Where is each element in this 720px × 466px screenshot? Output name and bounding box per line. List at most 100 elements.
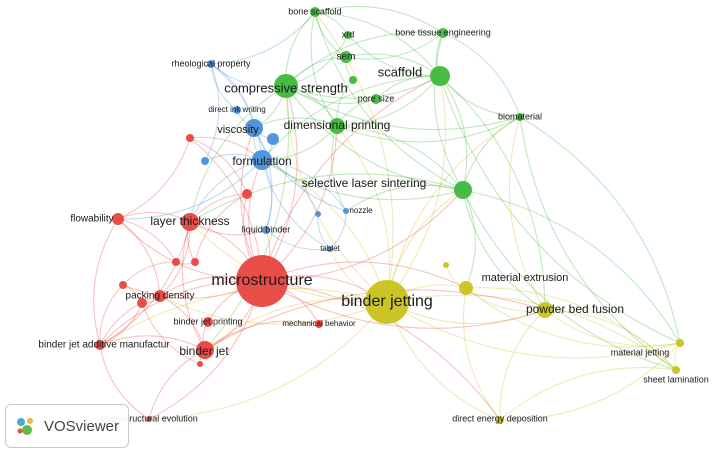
node-binder-jetting[interactable] <box>365 280 409 324</box>
link-layer <box>93 5 681 421</box>
node-b2[interactable] <box>267 133 279 145</box>
link-formulation-nozzle <box>261 159 347 212</box>
label-bone-tissue-engineering[interactable]: bone tissue engineering <box>395 27 491 37</box>
link-viscosity-liquid-binder <box>253 127 273 231</box>
node-binder-jet-additive[interactable] <box>95 340 105 350</box>
node-g1[interactable] <box>349 76 357 84</box>
node-r6[interactable] <box>137 298 147 308</box>
label-dimensional-printing[interactable]: dimensional printing <box>284 118 391 132</box>
node-dimensional-printing[interactable] <box>329 118 345 134</box>
link-powder-bed-fusion-material-jetting <box>544 309 681 347</box>
node-rheological-property[interactable] <box>207 60 215 68</box>
label-mechanical-behavior[interactable]: mechanical behavior <box>282 319 356 328</box>
node-powder-bed-fusion[interactable] <box>537 302 553 318</box>
label-binder-jetting[interactable]: binder jetting <box>341 293 433 310</box>
node-direct-energy-deposition[interactable] <box>496 416 504 424</box>
node-r5[interactable] <box>119 281 127 289</box>
label-binder-jet[interactable]: binder jet <box>179 344 229 358</box>
label-viscosity[interactable]: viscosity <box>217 124 259 136</box>
node-flowability[interactable] <box>112 213 124 225</box>
node-compressive-strength[interactable] <box>274 74 298 98</box>
link-binder-jetting-binder-jet <box>204 298 388 351</box>
label-direct-ink-writing[interactable]: direct ink writing <box>208 105 265 114</box>
node-xrd[interactable] <box>344 31 352 39</box>
node-bone-scaffold[interactable] <box>310 7 320 17</box>
link-viscosity-nozzle <box>253 127 347 212</box>
label-compressive-strength[interactable]: compressive strength <box>224 80 348 95</box>
label-layer-thickness[interactable]: layer thickness <box>150 214 229 228</box>
label-nozzle[interactable]: nozzle <box>349 206 373 215</box>
node-microstructural-evolution[interactable] <box>146 416 152 422</box>
node-b1[interactable] <box>201 157 209 165</box>
node-binder-jet-printing[interactable] <box>203 317 213 327</box>
link-material-extrusion-material-jetting <box>465 287 681 348</box>
node-bone-tissue-engineering[interactable] <box>438 28 448 38</box>
label-binder-jet-printing[interactable]: binder jet printing <box>173 316 242 326</box>
node-sheet-lamination[interactable] <box>672 366 680 374</box>
node-material-extrusion[interactable] <box>459 281 473 295</box>
node-y1[interactable] <box>443 262 449 268</box>
node-packing-density[interactable] <box>154 290 166 302</box>
label-microstructural-evolution[interactable]: microstructural evolution <box>100 413 198 423</box>
label-tablet[interactable]: tablet <box>320 244 340 253</box>
link-flowability-packing-density <box>117 218 161 297</box>
node-selective-laser-sintering[interactable] <box>454 181 472 199</box>
link-binder-jetting-microstructural-evolution <box>148 301 388 420</box>
node-material-jetting[interactable] <box>676 339 684 347</box>
label-bone-scaffold[interactable]: bone scaffold <box>288 6 341 16</box>
node-liquid-binder[interactable] <box>262 226 270 234</box>
vosviewer-logo-icon <box>17 418 33 435</box>
label-selective-laser-sintering[interactable]: selective laser sintering <box>302 176 427 190</box>
link-tablet-liquid-binder <box>265 229 331 251</box>
node-microstructure[interactable] <box>236 255 288 307</box>
label-direct-energy-deposition[interactable]: direct energy deposition <box>452 413 548 423</box>
node-mechanical-behavior[interactable] <box>315 320 323 328</box>
link-scaffold-material-jetting <box>439 75 681 344</box>
link-rheological-property-direct-ink-writing <box>210 63 238 111</box>
label-flowability[interactable]: flowability <box>70 214 113 225</box>
node-r1[interactable] <box>186 134 194 142</box>
node-r4[interactable] <box>172 258 180 266</box>
node-sem[interactable] <box>340 51 352 63</box>
link-material-extrusion-sheet-lamination <box>465 287 677 371</box>
label-pore-size[interactable]: pore size <box>358 93 395 103</box>
node-nozzle[interactable] <box>343 208 349 214</box>
label-binder-jet-additive[interactable]: binder jet additive manufactur <box>38 340 170 351</box>
label-powder-bed-fusion[interactable]: powder bed fusion <box>526 302 624 316</box>
label-material-jetting[interactable]: material jetting <box>611 347 670 357</box>
label-microstructure[interactable]: microstructure <box>211 272 312 289</box>
node-biomaterial[interactable] <box>516 113 524 121</box>
label-packing-density[interactable]: packing density <box>126 291 195 302</box>
node-binder-jet[interactable] <box>196 341 214 359</box>
node-r2[interactable] <box>242 189 252 199</box>
node-b3[interactable] <box>315 211 321 217</box>
brand-name: VOSviewer <box>44 417 120 435</box>
label-scaffold[interactable]: scaffold <box>378 64 423 79</box>
node-pore-size[interactable] <box>371 94 381 104</box>
label-material-extrusion[interactable]: material extrusion <box>482 272 569 284</box>
link-binder-jetting-formulation <box>261 159 388 303</box>
label-sem[interactable]: sem <box>337 52 356 63</box>
link-packing-density-binder-jet-additive <box>99 295 161 346</box>
label-biomaterial[interactable]: biomaterial <box>498 111 542 121</box>
node-tablet[interactable] <box>327 246 333 252</box>
link-selective-laser-sintering-material-jetting <box>462 189 681 344</box>
label-formulation[interactable]: formulation <box>232 154 291 168</box>
node-scaffold[interactable] <box>430 66 450 86</box>
label-xrd[interactable]: xrd <box>342 29 355 39</box>
link-scaffold-selective-laser-sintering <box>439 75 468 191</box>
node-direct-ink-writing[interactable] <box>233 106 241 114</box>
node-r3[interactable] <box>191 258 199 266</box>
label-liquid-binder[interactable]: liquid binder <box>242 224 291 234</box>
link-dimensional-printing-nozzle <box>331 125 347 212</box>
link-rheological-property-formulation <box>210 63 263 161</box>
node-layer-thickness[interactable] <box>181 213 199 231</box>
label-sheet-lamination[interactable]: sheet lamination <box>643 374 709 384</box>
link-r2-r3 <box>194 193 248 263</box>
label-rheological-property[interactable]: rheological property <box>171 58 251 68</box>
node-r7[interactable] <box>197 361 203 367</box>
node-viscosity[interactable] <box>245 119 263 137</box>
node-formulation[interactable] <box>252 150 272 170</box>
link-selective-laser-sintering-biomaterial <box>462 116 521 191</box>
